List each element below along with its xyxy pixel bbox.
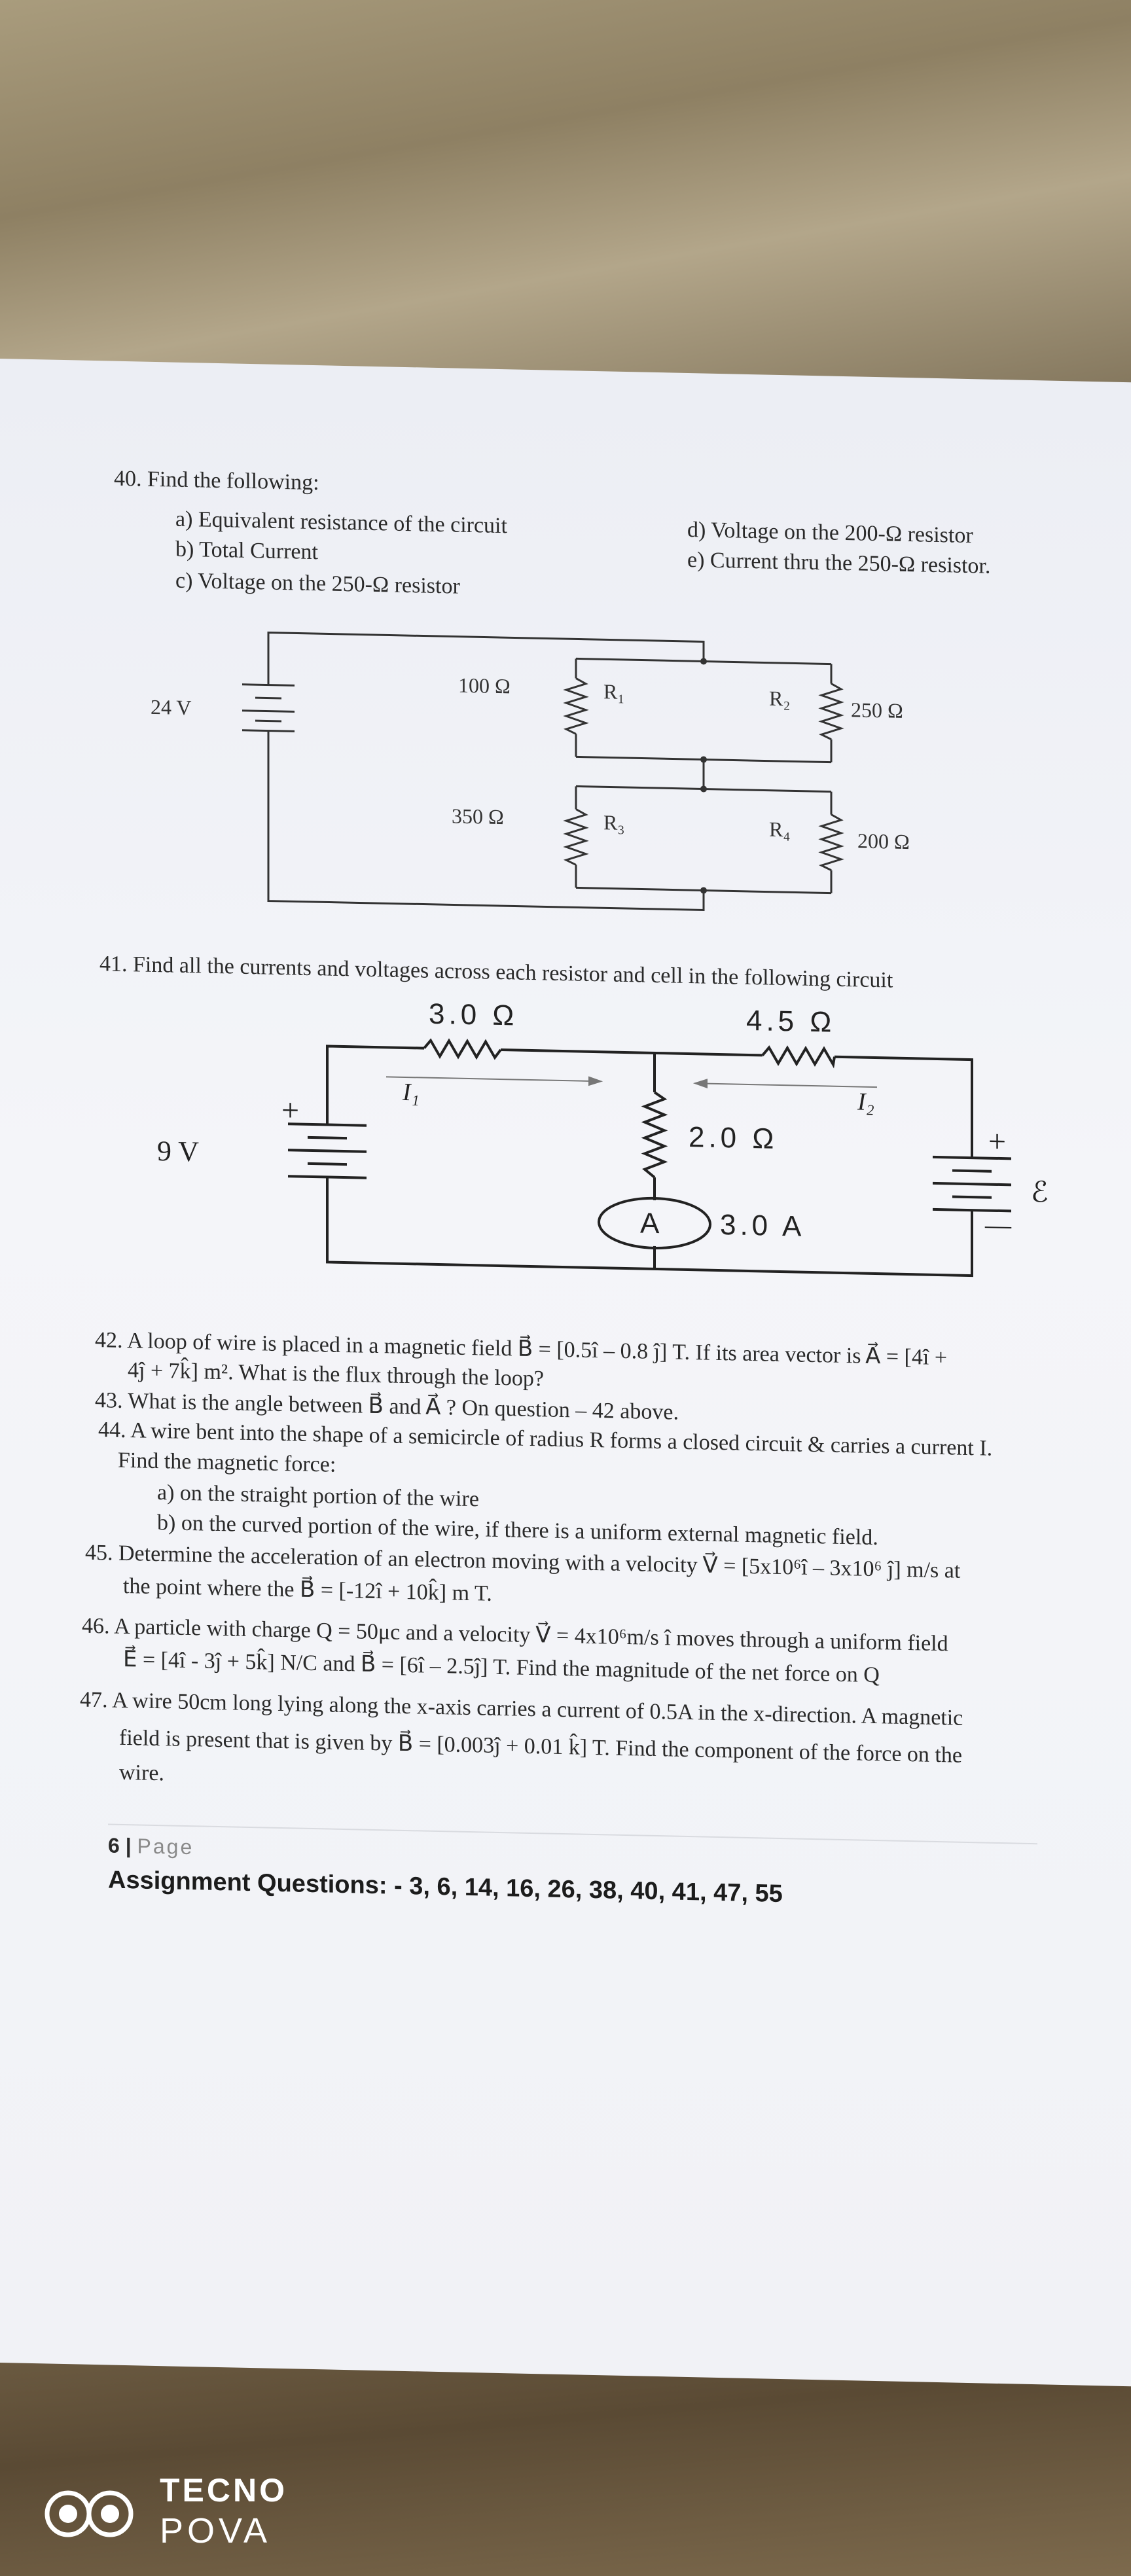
current-i2-label: I₂ xyxy=(857,1088,874,1116)
q45-line2: the point where the B⃗ = [-12î + 10k̂] m… xyxy=(123,1573,492,1606)
right-plus-sign: + xyxy=(988,1124,1006,1160)
q44-line2: Find the magnetic force: xyxy=(118,1448,336,1477)
page-word: Page xyxy=(137,1834,194,1859)
q47-line3: wire. xyxy=(119,1760,164,1786)
q40-item-d: d) Voltage on the 200-Ω resistor xyxy=(687,517,973,548)
q40-item-b: b) Total Current xyxy=(175,537,318,565)
page-number-value: 6 | xyxy=(108,1833,137,1858)
tecno-logo-icon xyxy=(45,2490,134,2537)
ammeter-reading: 3.0 A xyxy=(720,1209,805,1243)
current-i1-label: I₁ xyxy=(402,1079,420,1107)
worksheet-page: 40. Find the following: a) Equivalent re… xyxy=(0,359,1131,2387)
r4-label: R₄ xyxy=(769,817,790,842)
q40-heading: 40. Find the following: xyxy=(114,466,319,495)
r2-value: 250 Ω xyxy=(851,698,903,723)
q40-circuit-diagram: 24 V 100 Ω R₁ R₂ 250 Ω 350 Ω R₃ R₄ 200 Ω xyxy=(151,632,910,912)
q41-heading: 41. Find all the currents and voltages a… xyxy=(99,952,893,993)
r2-label: R₂ xyxy=(769,687,790,711)
table-surface-top xyxy=(0,0,1131,425)
q44-item-a: a) on the straight portion of the wire xyxy=(157,1480,479,1512)
emf-symbol: ℰ xyxy=(1031,1176,1047,1209)
q40-item-c: c) Voltage on the 250-Ω resistor xyxy=(175,568,460,599)
r1-label: R₁ xyxy=(603,679,624,704)
q47-line2: field is present that is given by B⃗ = [… xyxy=(119,1725,962,1768)
r-right-value: 4.5 Ω xyxy=(746,1005,835,1039)
assignment-questions: Assignment Questions: - 3, 6, 14, 16, 26… xyxy=(108,1866,783,1908)
r4-value: 200 Ω xyxy=(857,829,910,853)
q41-circuit-diagram: 3.0 Ω 4.5 Ω 2.0 Ω 3.0 A A 9 V ℰ I₁ I₂ + … xyxy=(157,998,1047,1278)
r1-value: 100 Ω xyxy=(458,673,511,698)
watermark-brand: TECNO xyxy=(160,2472,287,2509)
q40-item-e: e) Current thru the 250-Ω resistor. xyxy=(687,547,991,579)
left-plus-sign: + xyxy=(281,1093,299,1128)
r3-value: 350 Ω xyxy=(452,804,504,829)
r-left-value: 3.0 Ω xyxy=(429,998,518,1032)
r3-label: R₃ xyxy=(603,810,624,834)
ammeter-symbol: A xyxy=(640,1207,663,1240)
footer-divider xyxy=(108,1823,1037,1845)
watermark-model: POVA xyxy=(160,2511,272,2550)
r-middle-value: 2.0 Ω xyxy=(689,1121,778,1155)
right-minus-sign: — xyxy=(984,1210,1012,1240)
q41-battery-left-label: 9 V xyxy=(157,1135,199,1168)
q40-battery-label: 24 V xyxy=(151,695,192,719)
page-number: 6 | Page xyxy=(108,1833,194,1859)
q40-item-a: a) Equivalent resistance of the circuit xyxy=(175,507,507,539)
